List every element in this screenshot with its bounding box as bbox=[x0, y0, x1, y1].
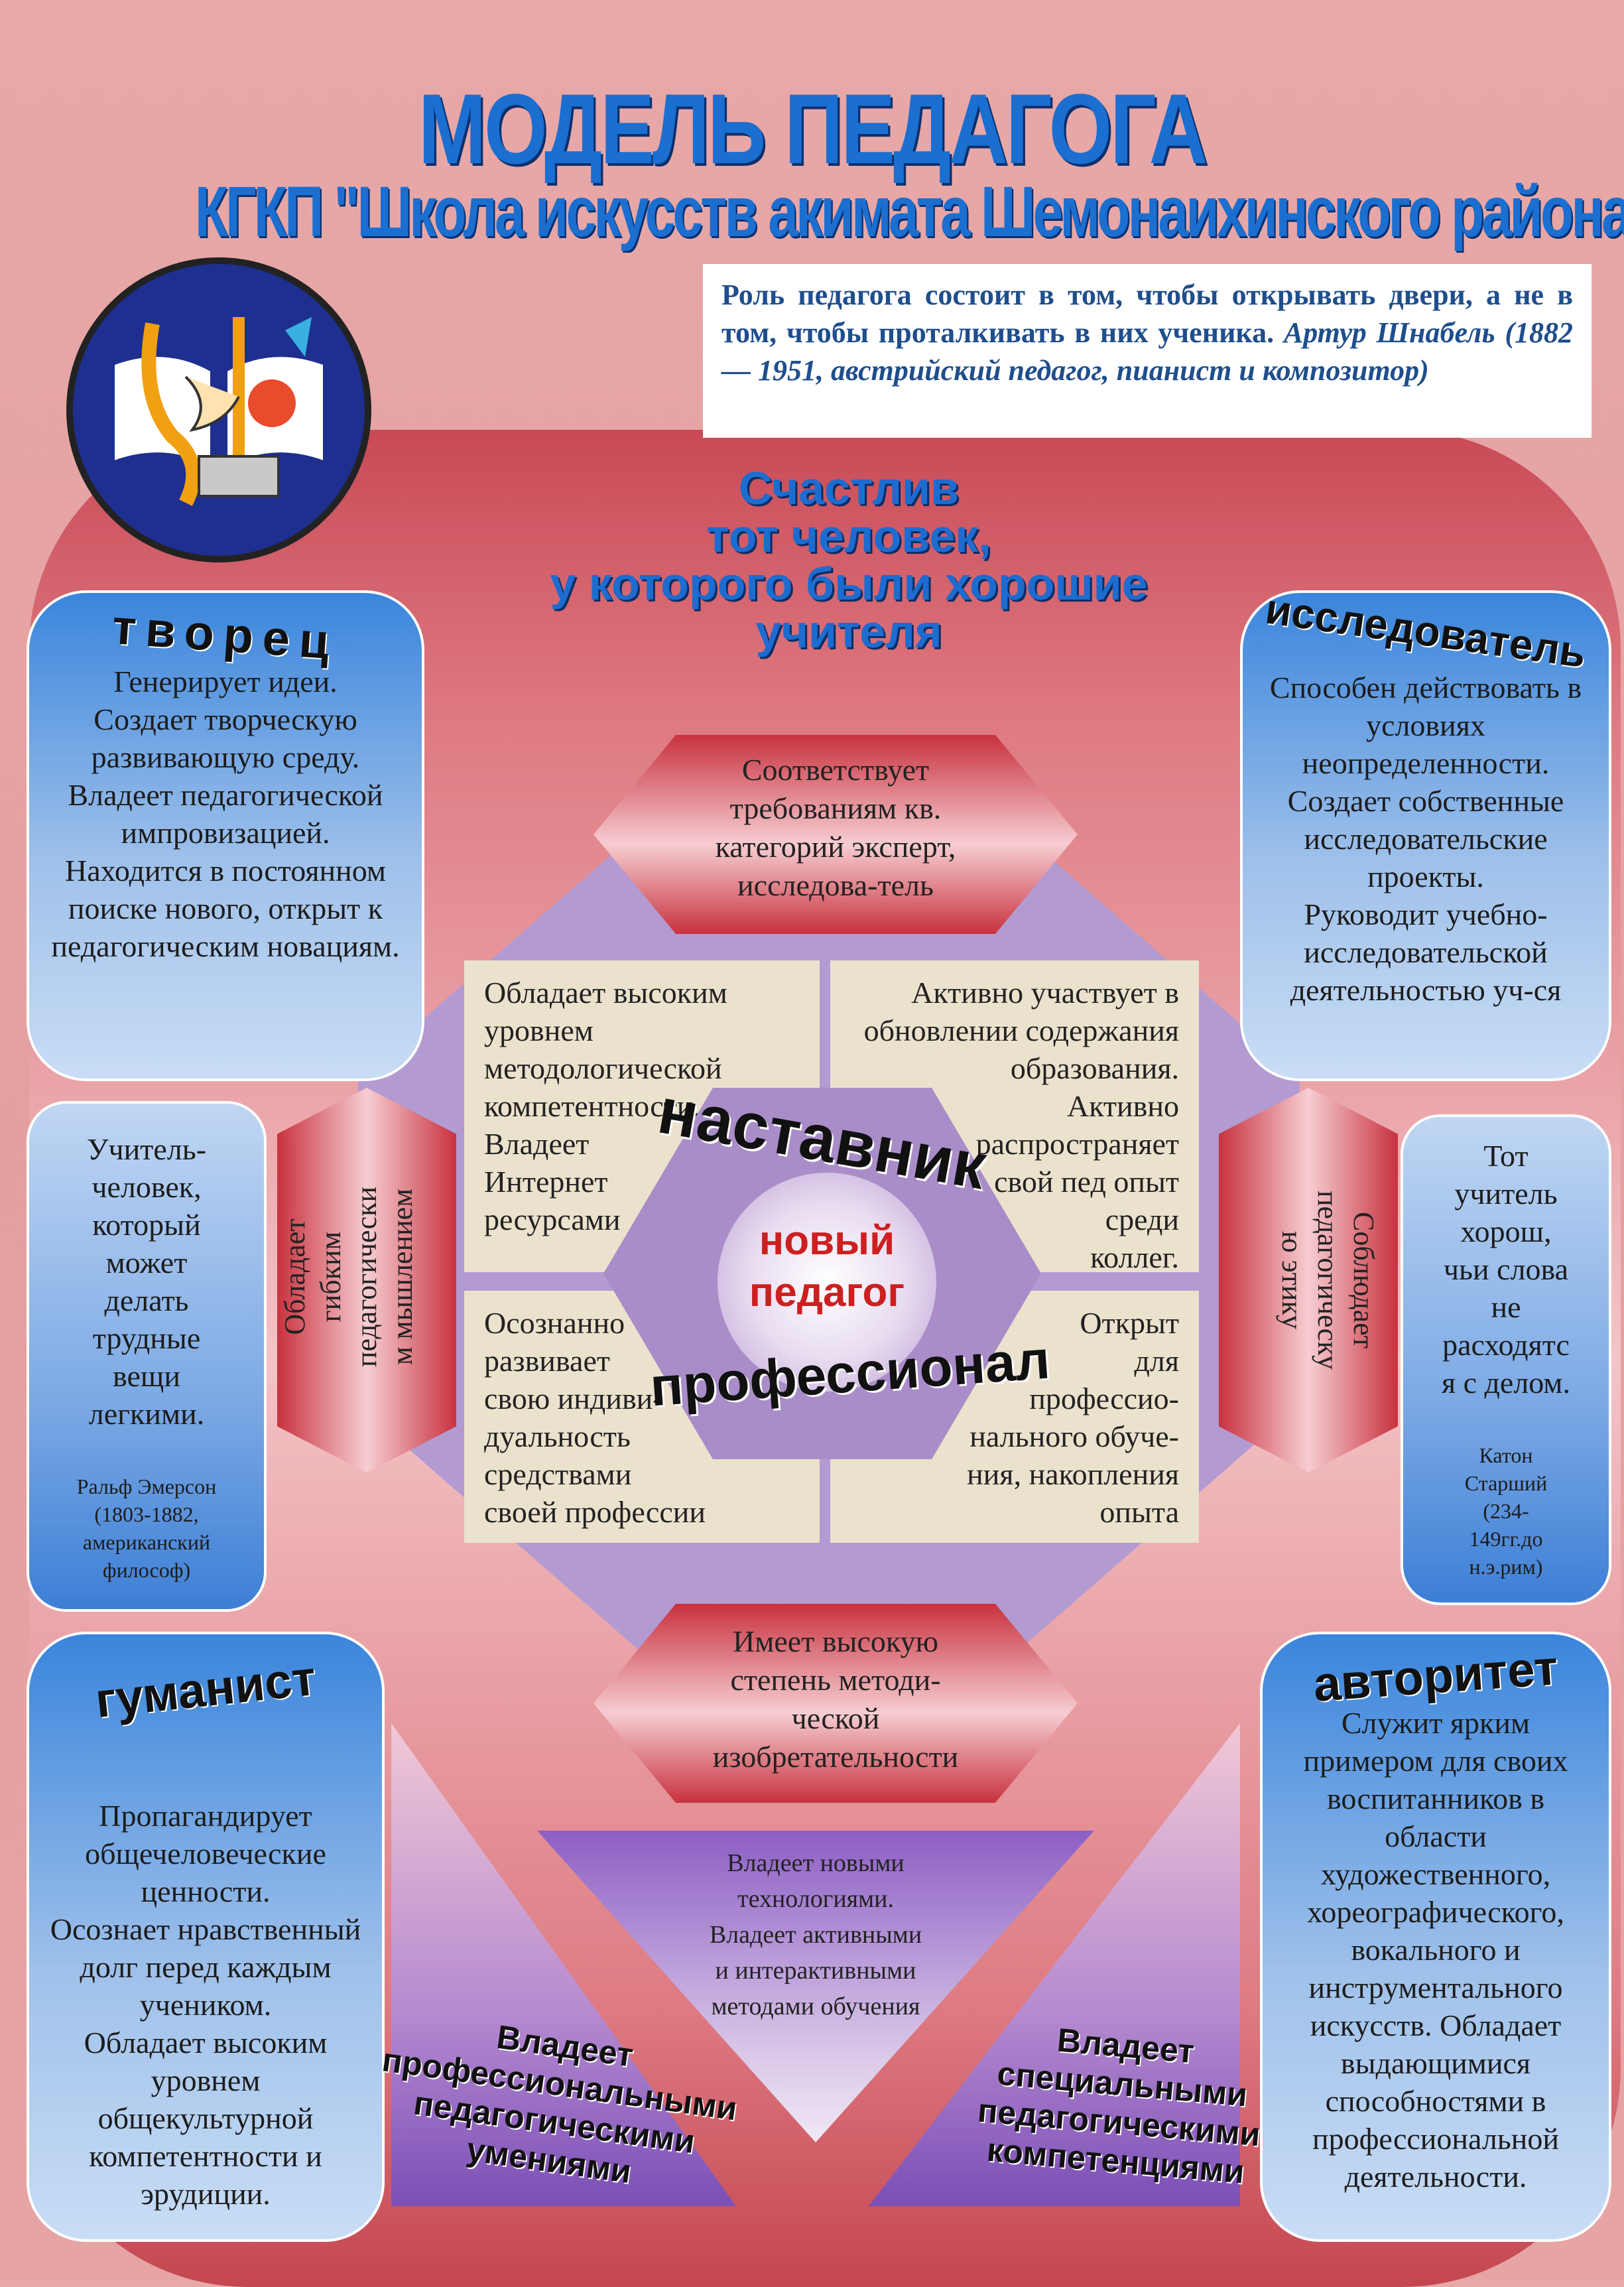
hex-left-text: Обладает гибким педагогически м мышление… bbox=[279, 1186, 418, 1368]
side-quote-left-text: Учитель- человек, который может делать т… bbox=[86, 1132, 207, 1431]
hex-bottom-text: Имеет высокую степень методи-ческой изоб… bbox=[712, 1624, 959, 1774]
card-humanist-text: Пропагандирует общечеловеческие ценности… bbox=[50, 1799, 361, 2211]
center-label-new: новый bbox=[759, 1218, 895, 1264]
side-quote-right: Тот учитель хорош, чьи слова не расходят… bbox=[1401, 1114, 1611, 1605]
center-circle bbox=[718, 1173, 936, 1392]
card-researcher-title: исследователь bbox=[1263, 584, 1589, 677]
triangle-middle-text: Владеет новыми технологиями. Владеет акт… bbox=[709, 1849, 922, 2020]
card-authority-title: авторитет bbox=[1311, 1640, 1560, 1712]
side-quote-left: Учитель- человек, который может делать т… bbox=[27, 1101, 267, 1612]
slogan-line-4: учителя bbox=[755, 606, 942, 657]
side-quote-left-author: Ральф Эмерсон (1803-1882, американский ф… bbox=[76, 1474, 217, 1582]
card-authority: авторитет Служит ярким примером для свои… bbox=[1260, 1632, 1611, 2242]
slogan: Счастлив тот человек, у которого были хо… bbox=[517, 464, 1180, 655]
card-creator: творец Генерирует идеи. Создает творческ… bbox=[27, 590, 424, 1081]
quote-author: Артур Шнабель (1882 — 1951, австрийский … bbox=[721, 316, 1573, 387]
card-researcher-text: Способен действовать в условиях неопреде… bbox=[1269, 671, 1582, 1007]
school-logo bbox=[66, 257, 371, 562]
center-label-teacher: педагог bbox=[749, 1270, 905, 1315]
slogan-line-1: Счастлив bbox=[738, 462, 960, 514]
hex-right-text: Соблюдает педагогическу ю этику bbox=[1276, 1191, 1380, 1370]
hex-left bbox=[277, 1088, 456, 1472]
page-subtitle: КГКП "Школа искусств акимата Шемонаихинс… bbox=[194, 171, 1624, 251]
hex-bottom: Имеет высокую степень методи-ческой изоб… bbox=[593, 1604, 1078, 1803]
card-humanist: гуманист Пропагандирует общечеловеческие… bbox=[27, 1632, 385, 2242]
triangle-right-label: Владеет специальными педагогическими ком… bbox=[976, 2021, 1262, 2191]
hex-top-text: Соответствует требованиям кв. категорий … bbox=[715, 753, 956, 902]
slogan-line-3: у которого были хорошие bbox=[550, 558, 1148, 610]
logo-emblem-icon bbox=[73, 264, 365, 556]
card-authority-text: Служит ярким примером для своих воспитан… bbox=[1303, 1706, 1568, 2193]
page-title: МОДЕЛЬ ПЕДАГОГА bbox=[418, 73, 1208, 184]
center-label-new-teacher: новый педагог bbox=[718, 1215, 936, 1319]
slogan-line-2: тот человек, bbox=[706, 510, 991, 562]
card-creator-text: Генерирует идеи. Создает творческую разв… bbox=[51, 665, 400, 963]
card-humanist-title: гуманист bbox=[92, 1650, 319, 1729]
card-researcher: исследователь Способен действовать в усл… bbox=[1240, 584, 1611, 1081]
side-quote-right-text: Тот учитель хорош, чьи слова не расходят… bbox=[1441, 1139, 1571, 1400]
quote-box: Роль педагога состоит в том, чтобы откры… bbox=[703, 264, 1592, 438]
box-bottom-right: Открыт для профессио- нального обуче- ни… bbox=[830, 1291, 1199, 1543]
hex-top: Соответствует требованиям кв. категорий … bbox=[593, 735, 1078, 934]
quote-text: Роль педагога состоит в том, чтобы откры… bbox=[721, 279, 1573, 349]
hex-right bbox=[1219, 1088, 1398, 1472]
side-quote-right-author: Катон Старший (234- 149гг.до н.э.рим) bbox=[1464, 1443, 1548, 1579]
